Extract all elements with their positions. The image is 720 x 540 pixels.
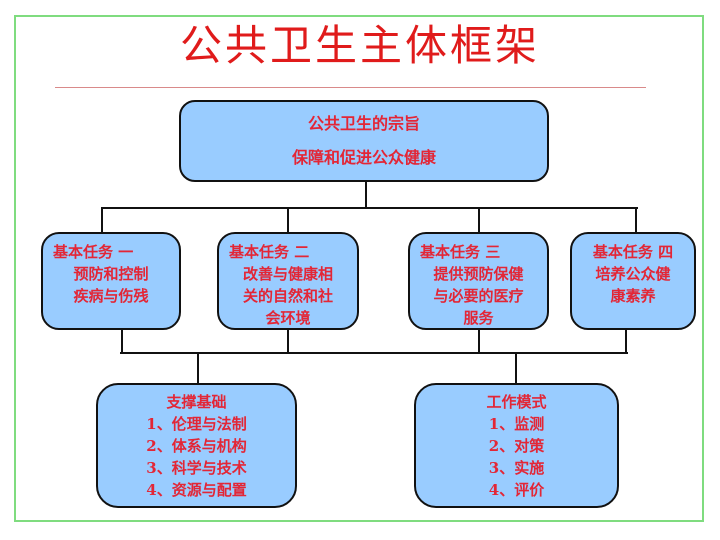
task-line: 康素养 bbox=[610, 287, 656, 305]
support-item: 3、科学与技术 bbox=[146, 458, 247, 477]
task-line: 提供预防保健 bbox=[433, 265, 524, 283]
work-mode-item: 1、监测 bbox=[488, 414, 545, 433]
connector-drop-task-1 bbox=[101, 207, 103, 233]
task-line: 改善与健康相 bbox=[242, 265, 333, 283]
work-mode-item: 3、实施 bbox=[488, 458, 545, 477]
task-box-3: 基本任务 三 提供预防保健 与必要的医疗 服务 bbox=[408, 232, 549, 330]
task-heading: 基本任务 一 bbox=[53, 243, 134, 261]
connector-bottom-bus bbox=[120, 352, 628, 354]
support-item: 2、体系与机构 bbox=[146, 436, 247, 455]
mission-box: 公共卫生的宗旨 保障和促进公众健康 bbox=[179, 100, 549, 182]
connector-mission-stem bbox=[365, 182, 367, 209]
support-foundation-box: 支撑基础 1、伦理与法制 2、体系与机构 3、科学与技术 4、资源与配置 bbox=[96, 383, 297, 508]
slide-frame bbox=[14, 15, 704, 522]
connector-rise-task-2 bbox=[287, 330, 289, 353]
support-item: 1、伦理与法制 bbox=[146, 414, 247, 433]
page-title: 公共卫生主体框架 bbox=[179, 21, 540, 70]
task-heading: 基本任务 二 bbox=[229, 243, 310, 261]
work-mode-item: 4、评价 bbox=[488, 480, 545, 499]
task-line: 培养公众健 bbox=[595, 265, 671, 283]
connector-drop-task-2 bbox=[287, 207, 289, 233]
mission-text: 保障和促进公众健康 bbox=[291, 148, 436, 167]
support-item: 4、资源与配置 bbox=[146, 480, 247, 499]
mission-heading: 公共卫生的宗旨 bbox=[307, 114, 420, 133]
work-mode-box: 工作模式 1、监测 2、对策 3、实施 4、评价 bbox=[414, 383, 619, 508]
work-mode-heading: 工作模式 bbox=[486, 392, 547, 411]
task-line: 疾病与伤残 bbox=[73, 287, 149, 305]
connector-drop-work-mode bbox=[515, 352, 517, 384]
connector-rise-task-1 bbox=[121, 330, 123, 353]
title-divider bbox=[55, 87, 646, 88]
task-box-4: 基本任务 四 培养公众健 康素养 bbox=[570, 232, 696, 330]
connector-top-bus bbox=[101, 207, 638, 209]
support-heading: 支撑基础 bbox=[166, 392, 227, 411]
task-line: 会环境 bbox=[265, 309, 311, 327]
task-box-2: 基本任务 二 改善与健康相 关的自然和社 会环境 bbox=[217, 232, 359, 330]
task-line: 预防和控制 bbox=[73, 265, 149, 283]
task-heading: 基本任务 四 bbox=[592, 243, 674, 261]
work-mode-item: 2、对策 bbox=[488, 436, 545, 455]
connector-rise-task-4 bbox=[625, 330, 627, 353]
task-box-1: 基本任务 一 预防和控制 疾病与伤残 bbox=[41, 232, 181, 330]
task-line: 服务 bbox=[463, 309, 494, 327]
connector-drop-support bbox=[197, 352, 199, 384]
task-line: 与必要的医疗 bbox=[433, 287, 524, 305]
connector-drop-task-4 bbox=[635, 207, 637, 233]
task-heading: 基本任务 三 bbox=[420, 243, 501, 261]
connector-drop-task-3 bbox=[478, 207, 480, 233]
task-line: 关的自然和社 bbox=[242, 287, 333, 305]
connector-rise-task-3 bbox=[478, 330, 480, 353]
